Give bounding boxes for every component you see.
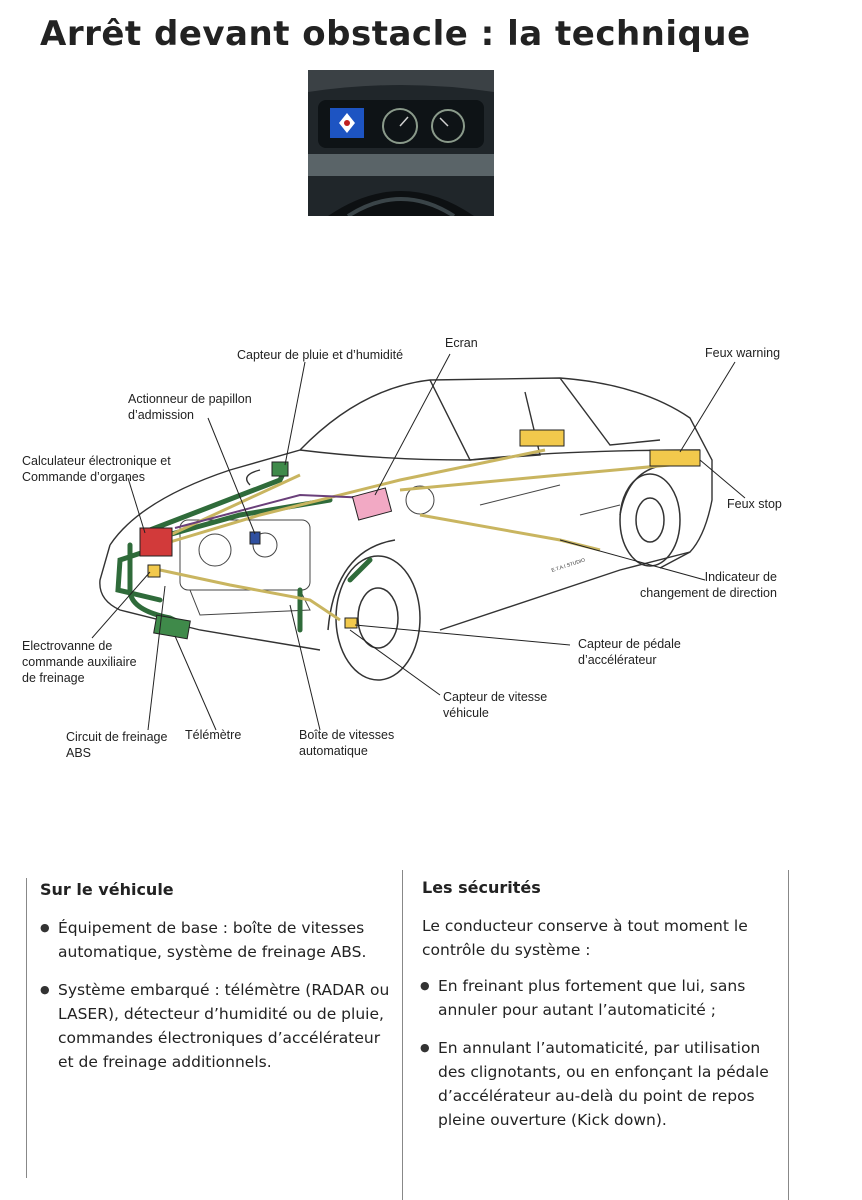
label-actionneur: Actionneur de papillon d’admission — [128, 392, 252, 422]
section-les-securites: Les sécurités Le conducteur conserve à t… — [406, 870, 789, 1200]
label-ecran: Ecran — [445, 336, 478, 350]
label-calculateur: Calculateur électronique et Commande d’o… — [22, 454, 171, 484]
solenoid-valve — [147, 564, 161, 578]
studio-credit: E.T.A.I STUDIO — [551, 557, 586, 574]
warning-lamp — [519, 429, 565, 447]
leader-lines — [91, 353, 746, 731]
throttle-actuator — [249, 531, 261, 545]
accel-pedal-sensor — [344, 617, 358, 629]
label-feux-warning: Feux warning — [705, 346, 781, 360]
screen-box — [351, 487, 393, 521]
page-title: Arrêt devant obstacle : la technique — [40, 14, 751, 54]
section-heading: Les sécurités — [422, 878, 541, 897]
label-electrovanne: Electrovanne de commande auxiliaire de f… — [22, 639, 137, 685]
list-item: Équipement de base : boîte de vitesses a… — [40, 916, 396, 964]
label-circuit-abs: Circuit de freinage ABS — [66, 730, 168, 760]
intro-paragraph: Le conducteur conserve à tout moment le … — [422, 917, 748, 959]
car-diagram: E.T.A.I STUDIO — [91, 353, 746, 731]
section-sur-le-vehicule: Sur le véhicule Équipement de base : boî… — [26, 870, 403, 1200]
wheels — [327, 464, 681, 681]
list-item: En freinant plus fortement que lui, sans… — [420, 974, 782, 1022]
signal-wiring — [159, 448, 671, 622]
engine-sketch — [179, 484, 621, 616]
dashboard-photo — [308, 70, 494, 216]
label-boite: Boîte de vitesses automatique — [299, 728, 395, 758]
label-telemetre: Télémètre — [185, 728, 242, 742]
label-feux-stop: Feux stop — [727, 497, 782, 511]
label-capteur-vitesse: Capteur de vitesse véhicule — [443, 690, 548, 720]
section-heading: Sur le véhicule — [40, 880, 174, 899]
list-item: En annulant l’automaticité, par utilisat… — [420, 1036, 782, 1132]
label-capteur-pluie: Capteur de pluie et d’humidité — [237, 348, 404, 362]
stop-lamp — [649, 449, 701, 467]
throttle-wire — [174, 493, 371, 529]
label-capteur-pedale: Capteur de pédale d’accélérateur — [578, 637, 681, 667]
list-item: Système embarqué : télémètre (RADAR ou L… — [40, 978, 396, 1074]
rain-sensor — [271, 461, 289, 477]
label-indicateur: Indicateur de changement de direction — [640, 570, 777, 600]
telemeter-box — [153, 614, 191, 640]
